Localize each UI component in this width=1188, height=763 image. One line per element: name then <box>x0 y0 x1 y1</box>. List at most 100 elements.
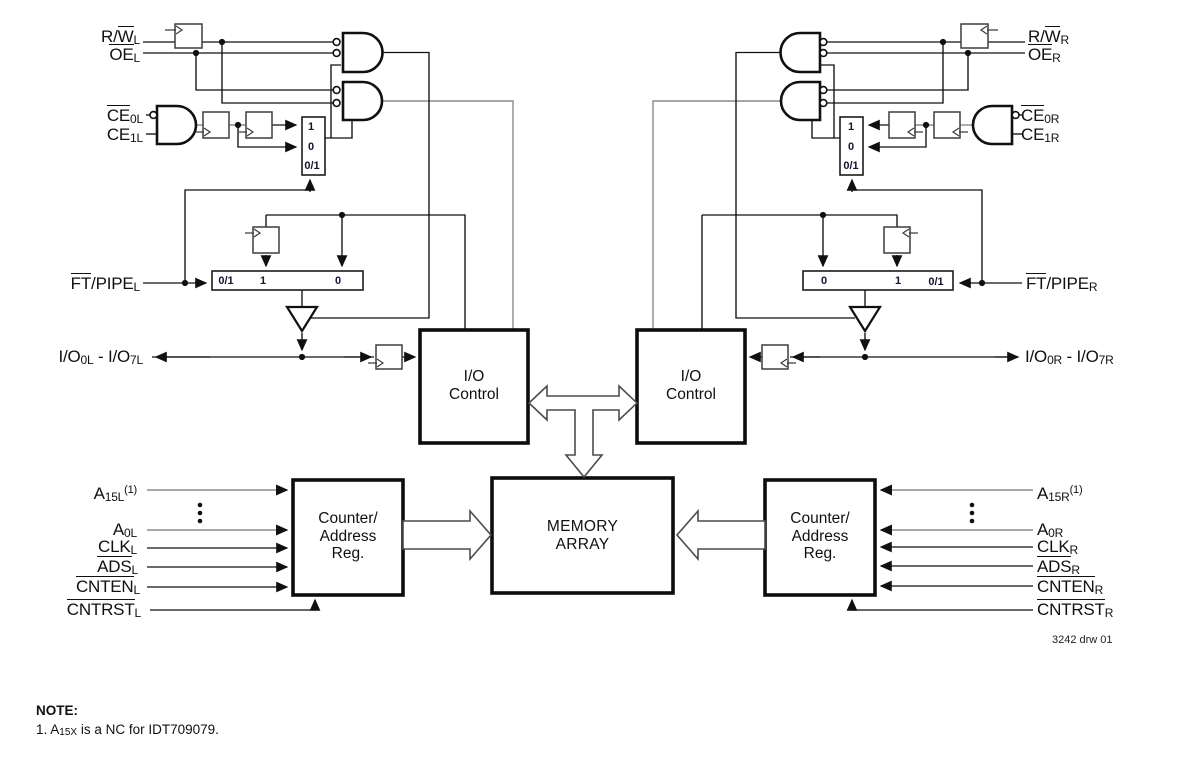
signal-label-ce0-left: CE0L <box>106 105 143 126</box>
memory-array-box <box>490 476 675 595</box>
clock-icon <box>195 127 212 137</box>
counter-address-box-right <box>763 478 877 597</box>
signal-label-a0-left: A0L <box>112 520 137 540</box>
vmux-right-input-1: 1 <box>847 121 855 133</box>
io-control-box-right <box>635 328 747 445</box>
signal-label-ce1-right: CE1R <box>1021 125 1060 145</box>
wiring-right <box>701 41 1033 611</box>
clock-icon <box>779 358 796 368</box>
address-bus-arrow-right <box>675 508 766 562</box>
hmux-right-input-0: 0 <box>820 275 828 287</box>
ellipsis-dot <box>197 518 203 524</box>
signal-label-oe-left: OEL <box>109 44 140 65</box>
junction-dot <box>181 279 189 287</box>
inverter-bubble <box>819 98 828 108</box>
clock-icon <box>165 25 184 35</box>
junction-dot <box>192 49 200 57</box>
drawing-number: 3242 drw 01 <box>1052 634 1113 646</box>
io-control-label-left: I/O Control <box>420 368 528 403</box>
major-blocks <box>291 328 877 597</box>
bus-arrows <box>402 384 766 562</box>
wire <box>221 42 333 104</box>
ellipsis-dot <box>197 510 203 516</box>
wire <box>331 121 353 139</box>
wire <box>827 42 944 104</box>
memory-array-label-line: ARRAY <box>555 535 610 553</box>
vertical-mux-left <box>301 116 326 176</box>
memory-array-label: MEMORY ARRAY <box>492 518 673 553</box>
logic-gates <box>155 31 1014 146</box>
flipflops <box>174 23 989 370</box>
io-control-box-left <box>418 328 530 445</box>
vertical-mux-right <box>839 116 864 176</box>
junction-dot <box>964 49 972 57</box>
io-memory-bus-arrow <box>527 384 639 479</box>
ellipsis-dot <box>969 510 975 516</box>
inverter-bubbles <box>149 37 1020 120</box>
wire <box>821 64 840 139</box>
inverter-bubble <box>332 98 341 108</box>
and-gate-write-left <box>341 80 384 122</box>
signal-label-cnten-right: CNTENR <box>1037 576 1104 597</box>
io-control-label-line: Control <box>449 385 499 403</box>
wire <box>852 189 983 283</box>
mux-boxes <box>211 116 954 291</box>
clock-icon <box>979 25 998 35</box>
wiring-gray <box>147 100 1033 536</box>
wire <box>311 51 430 319</box>
clock-icon <box>245 228 262 238</box>
signal-label-ads-left: ADSL <box>97 556 138 577</box>
clock-icon <box>368 358 385 368</box>
counter-label-line: Reg. <box>803 545 837 562</box>
vmux-left-select: 0/1 <box>304 160 320 172</box>
signal-label-ce1-left: CE1L <box>106 125 143 145</box>
junction-dot <box>338 211 346 219</box>
wire <box>702 214 898 227</box>
junction-dot <box>234 121 242 129</box>
signal-label-clk-right: CLKR <box>1037 537 1078 557</box>
inverter-bubble <box>149 110 158 120</box>
wire <box>652 100 780 330</box>
clock-glyphs <box>165 25 998 368</box>
wire <box>867 125 927 153</box>
io-control-label-line: I/O <box>463 368 485 385</box>
vmux-right-input-0: 0 <box>847 141 855 153</box>
counter-label-right: Counter/ Address Reg. <box>765 510 875 563</box>
counter-label-line: Address <box>791 527 849 545</box>
horizontal-mux-right <box>802 270 954 291</box>
counter-label-line: Address <box>319 527 377 545</box>
wire <box>195 53 333 91</box>
junction-dot <box>922 121 930 129</box>
output-buffers <box>285 305 882 334</box>
wire <box>382 100 514 330</box>
io-control-label-right: I/O Control <box>637 368 745 403</box>
signal-label-cntrst-right: CNTRSTR <box>1037 599 1114 620</box>
io-control-label-line: Control <box>666 385 716 403</box>
tristate-buffer-right <box>848 305 882 334</box>
ellipsis-dot <box>969 502 975 508</box>
vmux-left-input-1: 1 <box>307 121 315 133</box>
wire <box>735 51 855 319</box>
wire <box>846 598 1033 611</box>
and-gate-chip-enable-right <box>971 104 1014 146</box>
clock-icon <box>906 127 923 137</box>
inverter-bubble <box>819 48 828 58</box>
inverter-bubble <box>332 37 341 47</box>
vmux-right-select: 0/1 <box>843 160 859 172</box>
signal-label-cntrst-left: CNTRSTL <box>66 599 141 620</box>
wire <box>150 598 321 611</box>
signal-label-a0-right: A0R <box>1037 520 1064 540</box>
io-control-label-line: I/O <box>680 368 702 385</box>
signal-label-ce0-right: CE0R <box>1021 105 1060 126</box>
clock-icon <box>239 127 255 137</box>
hmux-right-input-1: 1 <box>894 275 902 287</box>
inverter-bubble <box>1011 110 1020 120</box>
note-heading: NOTE: <box>36 703 78 718</box>
junction-dot <box>218 38 226 46</box>
counter-label-line: Reg. <box>331 545 365 562</box>
signal-label-oe-right: OER <box>1028 44 1061 65</box>
clock-icon <box>951 127 968 137</box>
horizontal-mux-left <box>211 270 364 291</box>
signal-label-a15-left: A15L(1) <box>93 484 138 504</box>
